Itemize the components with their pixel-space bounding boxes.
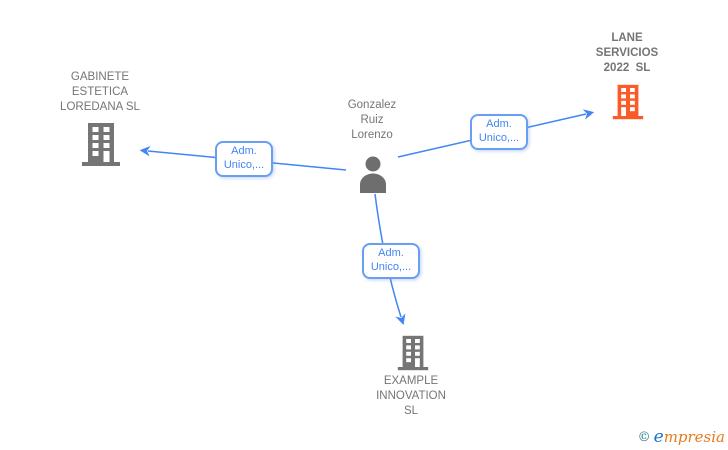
building-icon-gabinete[interactable] xyxy=(81,123,121,166)
edge-label-line: Adm. xyxy=(231,145,257,157)
company-name-line: LOREDANA SL xyxy=(60,101,140,113)
edge-label-adm-unico-lane[interactable]: Adm. Unico,... xyxy=(470,114,528,150)
company-name-line: SERVICIOS xyxy=(595,47,659,59)
edge-label-line: Unico,... xyxy=(223,158,265,171)
person-icon[interactable] xyxy=(356,156,390,193)
company-name-line: ESTETICA xyxy=(71,86,129,98)
node-label-lane-servicios-2022-sl[interactable]: LANE SERVICIOS 2022 SL xyxy=(557,31,697,76)
edge-label-line: Adm. xyxy=(378,247,404,259)
building-icon-lane[interactable] xyxy=(612,84,644,120)
person-name-line: Ruiz xyxy=(360,114,384,126)
person-name-line: Gonzalez xyxy=(347,99,397,111)
company-name-line: INNOVATION xyxy=(376,390,446,402)
brand-name-rest: mpresia xyxy=(663,428,725,446)
company-name-line: EXAMPLE xyxy=(383,375,439,387)
copyright-icon: © xyxy=(637,430,651,445)
company-name-line: LANE xyxy=(611,32,643,44)
company-name-line: GABINETE xyxy=(70,71,130,83)
edge-label-line: Unico,... xyxy=(478,131,520,144)
brand-name-first-letter: e xyxy=(653,427,664,447)
person-name-line: Lorenzo xyxy=(351,129,393,141)
node-label-gabinete-estetica-loredana-sl[interactable]: GABINETE ESTETICA LOREDANA SL xyxy=(30,70,170,115)
empresia-logo: ©empresia xyxy=(638,427,725,447)
edge-label-line: Adm. xyxy=(486,118,512,130)
node-label-gonzalez-ruiz-lorenzo[interactable]: Gonzalez Ruiz Lorenzo xyxy=(302,98,442,143)
company-name-line: SL xyxy=(403,405,419,417)
edge-label-line: Unico,... xyxy=(370,260,412,273)
node-label-example-innovation-sl[interactable]: EXAMPLE INNOVATION SL xyxy=(341,374,481,419)
company-name-line: 2022 SL xyxy=(603,62,651,74)
edge-label-adm-unico-gabinete[interactable]: Adm. Unico,... xyxy=(215,141,273,177)
edge-label-adm-unico-example[interactable]: Adm. Unico,... xyxy=(362,243,420,279)
building-icon-example[interactable] xyxy=(397,334,429,372)
